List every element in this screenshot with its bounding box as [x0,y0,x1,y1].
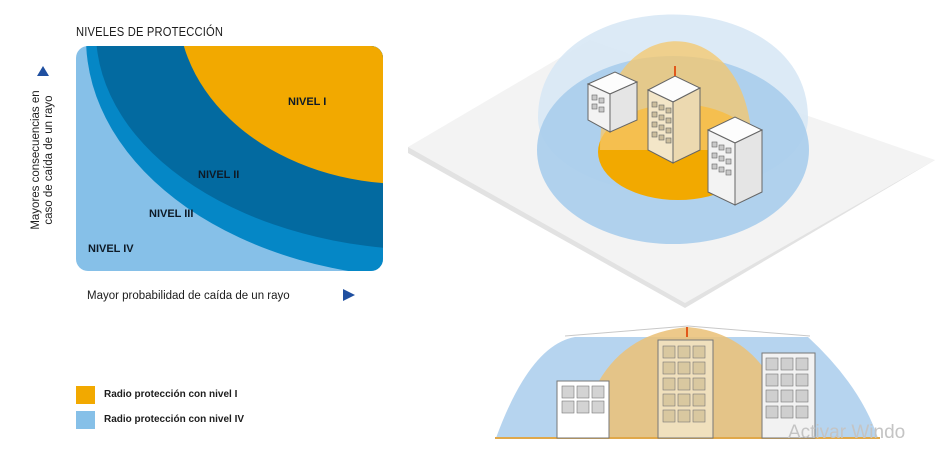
zones-graphic [76,46,383,271]
zone-label-level-1: NIVEL I [288,96,327,108]
x-axis-label: Mayor probabilidad de caída de un rayo [87,290,290,302]
elevation-view [495,325,880,439]
windows-activation-watermark: Activar Windo [788,422,906,443]
legend-label-level-1: Radio protección con nivel I [104,389,238,400]
page-title: NIVELES DE PROTECCIÓN [76,24,224,39]
x-axis-arrow-right-icon [343,289,355,301]
legend-swatch-level-1 [76,386,95,404]
zone-label-level-3: NIVEL III [149,208,194,220]
zone-label-level-4: NIVEL IV [88,243,134,255]
zone-label-level-2: NIVEL II [198,169,240,181]
protection-level-zones: NIVEL I NIVEL II NIVEL III NIVEL IV [76,46,383,276]
isometric-buildings [586,66,764,206]
legend-swatch-level-4 [76,411,95,429]
zone-level-1 [178,46,383,184]
y-axis-arrow-up-icon [37,66,49,76]
legend-label-level-4: Radio protección con nivel IV [104,414,245,425]
